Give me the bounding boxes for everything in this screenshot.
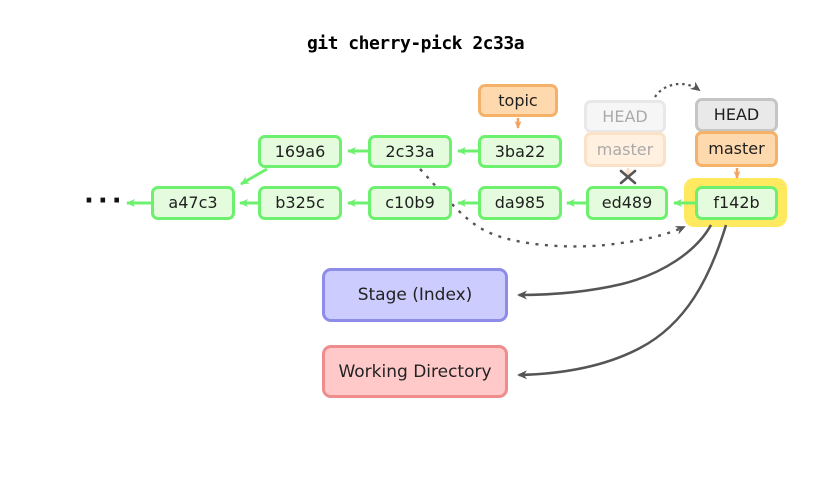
history-ellipsis: ···	[84, 186, 126, 216]
commit-2c33a: 2c33a	[368, 135, 452, 168]
branch-label-topic: topic	[478, 84, 558, 117]
arrow-f142b-to-working-directory	[517, 224, 728, 380]
stage-index-panel: Stage (Index)	[322, 268, 508, 322]
edge-169a6-a47c3	[240, 167, 268, 186]
commit-b325c: b325c	[258, 186, 342, 220]
commit-f142b: f142b	[695, 186, 778, 220]
commit-c10b9: c10b9	[368, 186, 452, 220]
head-label-old: HEAD	[584, 100, 666, 133]
arrow-head-move-dashed	[654, 81, 701, 98]
arrow-cherry-pick-copy-dashed	[419, 168, 686, 248]
working-directory-panel: Working Directory	[322, 345, 508, 398]
branch-label-master-old: master	[584, 132, 666, 167]
branch-label-master: master	[695, 131, 778, 167]
commit-169a6: 169a6	[258, 135, 342, 168]
arrow-f142b-to-stage	[517, 224, 713, 300]
diagram-title: git cherry-pick 2c33a	[306, 33, 525, 54]
commit-da985: da985	[478, 186, 562, 220]
cross-out-x	[619, 169, 637, 185]
head-label: HEAD	[695, 98, 778, 132]
commit-3ba22: 3ba22	[478, 135, 562, 168]
commit-ed489: ed489	[586, 186, 668, 220]
commit-a47c3: a47c3	[151, 186, 235, 220]
